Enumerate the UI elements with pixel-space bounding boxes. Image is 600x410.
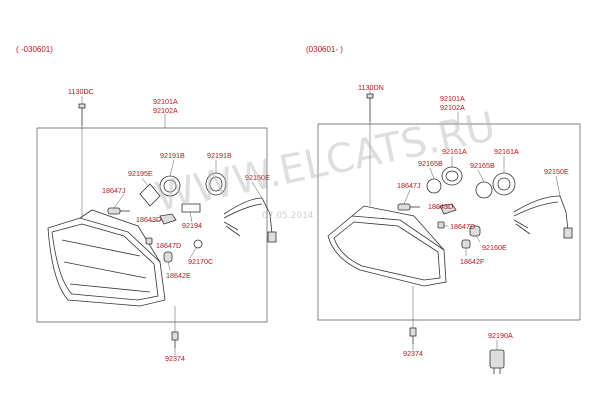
right-leaders <box>369 88 561 350</box>
left-headlamp-housing <box>47 209 166 307</box>
right-label-ring-1: 92165B <box>418 159 443 168</box>
right-label-cap-2: 92161A <box>494 147 519 156</box>
left-assembly: 1130DC 92101A 92102A 92191B 92191B 92195… <box>36 87 277 363</box>
right-bulb-3-icon <box>437 221 445 229</box>
right-assembly: 1130DN 92101A 92102A 92161A 92161A 92165… <box>317 83 581 374</box>
left-label-cover: 92195E <box>128 169 153 178</box>
left-clip-icon <box>193 239 203 249</box>
right-bulb-4-icon <box>461 239 471 249</box>
left-label-bulb-2: 18643D <box>136 215 161 224</box>
right-label-bulb-1: 18647J <box>397 181 421 190</box>
right-bottom-screw-icon <box>409 327 417 344</box>
left-holder-icon <box>181 203 201 213</box>
right-bulb-2-icon <box>439 203 457 215</box>
right-top-screw-icon <box>366 93 374 122</box>
right-variant-range: (030601- ) <box>306 45 343 54</box>
left-label-holder: 92194 <box>182 221 202 230</box>
right-ring-2-icon <box>475 181 493 199</box>
left-leaders <box>81 96 263 355</box>
right-headlamp-housing <box>327 205 447 287</box>
right-bulb-1-icon <box>397 203 420 211</box>
left-label-clip: 92170C <box>188 257 213 266</box>
right-label-screw-bottom: 92374 <box>403 349 423 358</box>
right-label-socket: 92160E <box>482 243 507 252</box>
right-label-bulb-4: 18642F <box>460 257 485 266</box>
right-label-wiring: 92150E <box>544 167 569 176</box>
right-label-bulb-3: 18647D <box>450 222 475 231</box>
right-cap-2-icon <box>492 172 516 196</box>
left-frame <box>36 127 268 323</box>
left-bottom-screw-icon <box>171 331 179 348</box>
left-label-bulb-4: 18642E <box>166 271 191 280</box>
right-label-headlamp-b: 92102A <box>440 103 465 112</box>
left-top-screw-icon <box>78 103 86 126</box>
left-label-screw-bottom: 92374 <box>165 354 185 363</box>
right-label-screw-top: 1130DN <box>358 83 384 92</box>
right-socket-icon <box>469 225 481 237</box>
right-ring-1-icon <box>426 178 442 194</box>
left-label-headlamp-a: 92101A <box>153 97 178 106</box>
left-label-screw-top: 1130DC <box>68 87 94 96</box>
right-label-cap-1: 92161A <box>442 147 467 156</box>
left-cover-icon <box>139 183 161 207</box>
right-label-ring-2: 92165B <box>470 161 495 170</box>
left-label-socket-2: 92191B <box>207 151 232 160</box>
right-connector-icon <box>489 349 505 374</box>
right-cap-1-icon <box>441 166 463 186</box>
left-bulb-2-icon <box>159 213 177 225</box>
left-label-socket-1: 92191B <box>160 151 185 160</box>
left-label-bulb-1: 18647J <box>102 186 126 195</box>
left-label-bulb-3: 18647D <box>156 241 181 250</box>
left-bulb-4-icon <box>163 251 173 263</box>
left-label-wiring: 92150E <box>245 173 270 182</box>
left-variant-range: ( -030601) <box>16 45 53 54</box>
left-label-headlamp-b: 92102A <box>153 106 178 115</box>
right-label-bulb-2: 18643D <box>428 202 453 211</box>
right-label-headlamp-a: 92101A <box>440 94 465 103</box>
right-wiring-harness-icon <box>513 195 573 239</box>
right-frame <box>317 123 581 321</box>
left-bulb-1-icon <box>107 207 130 215</box>
watermark-date: 07.05.2014 <box>262 211 314 221</box>
left-bulb-3-icon <box>145 237 153 245</box>
right-label-connector: 92190A <box>488 331 513 340</box>
